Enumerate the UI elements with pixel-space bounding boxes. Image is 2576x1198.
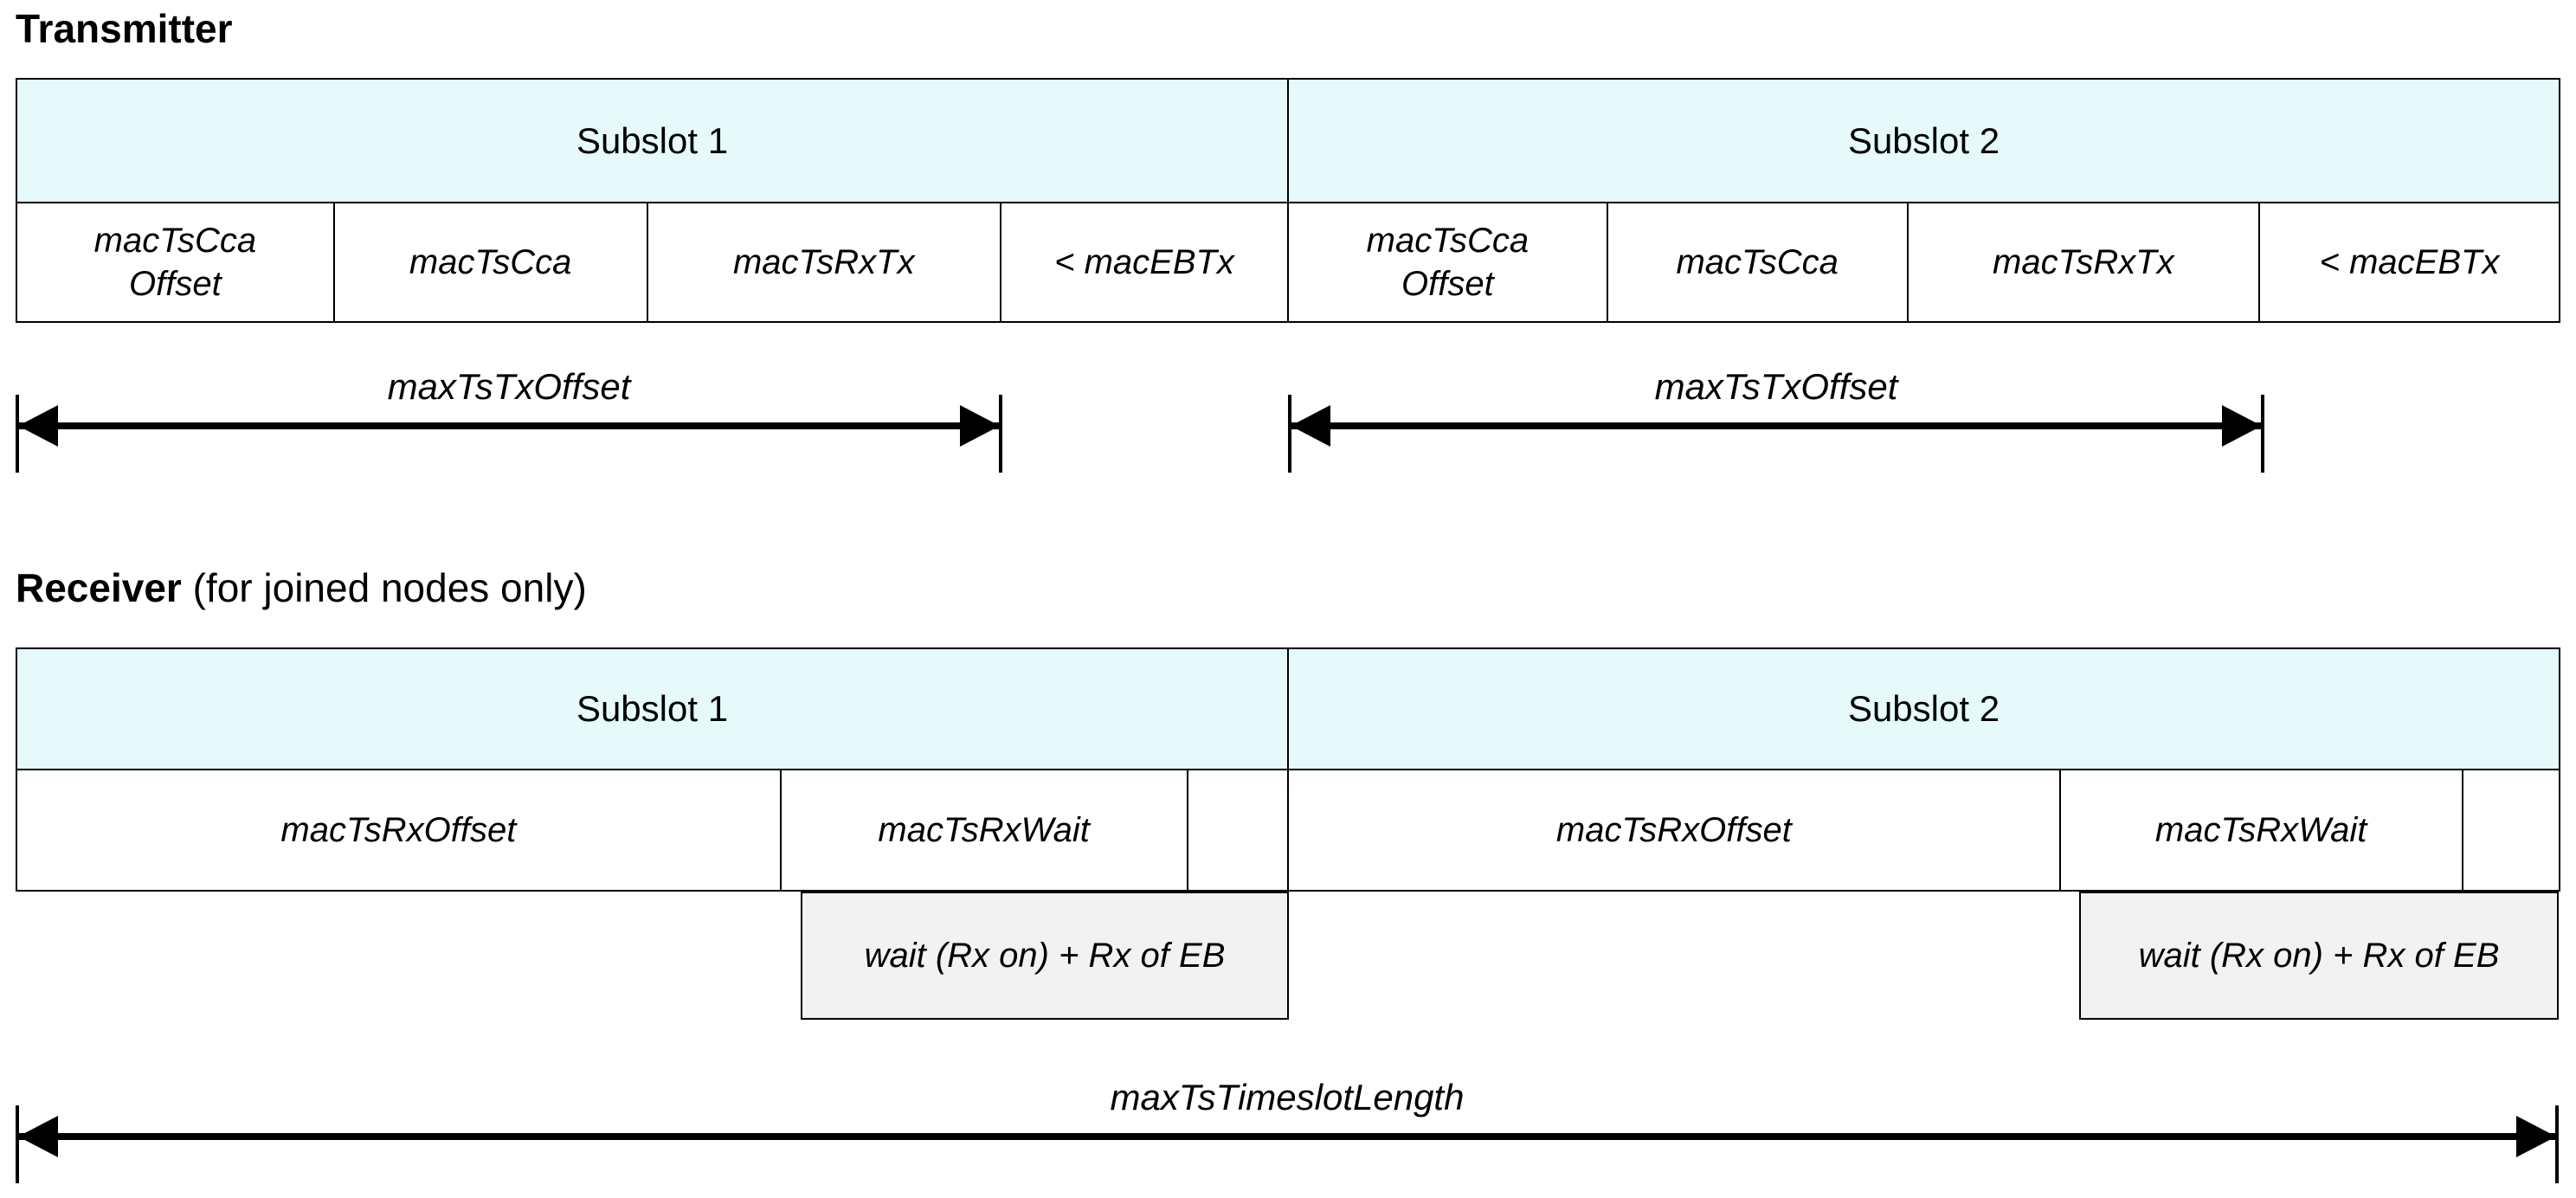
arrow-shaft bbox=[18, 422, 1000, 429]
arrow-end-tick bbox=[1288, 395, 1291, 473]
max-ts-tx-offset-arrow-1: maxTsTxOffset bbox=[16, 366, 1002, 473]
transmitter-phase-row: macTsCca Offset macTsCca macTsRxTx < mac… bbox=[17, 202, 2559, 321]
transmitter-subslot1-header: Subslot 1 bbox=[17, 80, 1289, 202]
receiver-slot-table: Subslot 1 Subslot 2 macTsRxOffset macTsR… bbox=[16, 647, 2560, 892]
tx-cell-label: macTsRxTx bbox=[1993, 243, 2174, 281]
rx-cell-rx-offset-2: macTsRxOffset bbox=[1289, 770, 2061, 890]
tx-cell-label: < macEBTx bbox=[2319, 243, 2500, 281]
transmitter-subslot-header-row: Subslot 1 Subslot 2 bbox=[17, 80, 2559, 202]
rx-cell-rx-wait-2: macTsRxWait bbox=[2061, 770, 2463, 890]
tx-cell-cca-1: macTsCca bbox=[335, 203, 648, 321]
rx-cell-label: macTsRxOffset bbox=[1555, 811, 1792, 849]
receiver-phase-row: macTsRxOffset macTsRxWait macTsRxOffset … bbox=[17, 769, 2559, 890]
max-ts-tx-offset-label-1: maxTsTxOffset bbox=[387, 366, 631, 407]
arrowhead-right-icon bbox=[960, 405, 1000, 447]
tx-cell-ebtx-2: < macEBTx bbox=[2260, 203, 2559, 321]
arrow-end-tick bbox=[999, 395, 1002, 473]
rx-cell-label: macTsRxOffset bbox=[280, 811, 517, 849]
rx-wait-eb-box-2: wait (Rx on) + Rx of EB bbox=[2079, 892, 2559, 1020]
tx-cell-label: macTsCca bbox=[409, 243, 572, 281]
tx-cell-cca-offset-2: macTsCca Offset bbox=[1289, 203, 1608, 321]
tx-cell-label: < macEBTx bbox=[1054, 243, 1234, 281]
receiver-title-suffix: (for joined nodes only) bbox=[192, 565, 587, 610]
rx-wait-eb-box-1: wait (Rx on) + Rx of EB bbox=[801, 892, 1289, 1020]
max-ts-timeslot-length-label: maxTsTimeslotLength bbox=[1110, 1077, 1465, 1117]
tx-cell-rxtx-1: macTsRxTx bbox=[648, 203, 1002, 321]
arrow-shaft bbox=[18, 1133, 2556, 1140]
tx-cell-label: macTsCca Offset bbox=[93, 222, 257, 303]
arrowhead-left-icon bbox=[18, 1116, 58, 1157]
tx-cell-label: macTsCca bbox=[1676, 243, 1839, 281]
arrowhead-left-icon bbox=[1291, 405, 1330, 447]
rx-cell-rx-offset-1: macTsRxOffset bbox=[17, 770, 782, 890]
transmitter-title: Transmitter bbox=[16, 6, 233, 51]
tx-cell-cca-offset-1: macTsCca Offset bbox=[17, 203, 335, 321]
tx-cell-label: macTsRxTx bbox=[732, 243, 915, 281]
transmitter-subslot2-header: Subslot 2 bbox=[1289, 80, 2559, 202]
tx-cell-label: macTsCca Offset bbox=[1366, 222, 1530, 303]
arrow-end-tick bbox=[2261, 395, 2264, 473]
arrow-end-tick bbox=[16, 1105, 19, 1183]
tx-cell-cca-2: macTsCca bbox=[1608, 203, 1909, 321]
arrow-end-tick bbox=[2555, 1105, 2559, 1183]
rx-cell-rx-wait-1: macTsRxWait bbox=[782, 770, 1188, 890]
rx-cell-spare-2 bbox=[2463, 770, 2559, 890]
arrowhead-left-icon bbox=[18, 405, 58, 447]
receiver-title-bold: Receiver bbox=[16, 565, 182, 610]
rx-cell-label: macTsRxWait bbox=[878, 811, 1090, 849]
rx-cell-label: macTsRxWait bbox=[2154, 811, 2367, 849]
max-ts-tx-offset-arrow-2: maxTsTxOffset bbox=[1288, 366, 2264, 473]
rx-cell-spare-1 bbox=[1188, 770, 1289, 890]
receiver-subslot2-header: Subslot 2 bbox=[1289, 649, 2559, 769]
receiver-subslot-header-row: Subslot 1 Subslot 2 bbox=[17, 649, 2559, 769]
max-ts-timeslot-length-arrow: maxTsTimeslotLength bbox=[16, 1077, 2559, 1183]
arrow-shaft bbox=[1291, 422, 2262, 429]
arrowhead-right-icon bbox=[2222, 405, 2262, 447]
max-ts-tx-offset-label-2: maxTsTxOffset bbox=[1654, 366, 1898, 407]
receiver-subslot1-header: Subslot 1 bbox=[17, 649, 1289, 769]
arrowhead-right-icon bbox=[2516, 1116, 2556, 1157]
arrow-end-tick bbox=[16, 395, 19, 473]
tx-cell-rxtx-2: macTsRxTx bbox=[1909, 203, 2261, 321]
transmitter-slot-table: Subslot 1 Subslot 2 macTsCca Offset macT… bbox=[16, 78, 2560, 323]
tx-cell-ebtx-1: < macEBTx bbox=[1001, 203, 1289, 321]
receiver-title: Receiver (for joined nodes only) bbox=[16, 564, 587, 611]
